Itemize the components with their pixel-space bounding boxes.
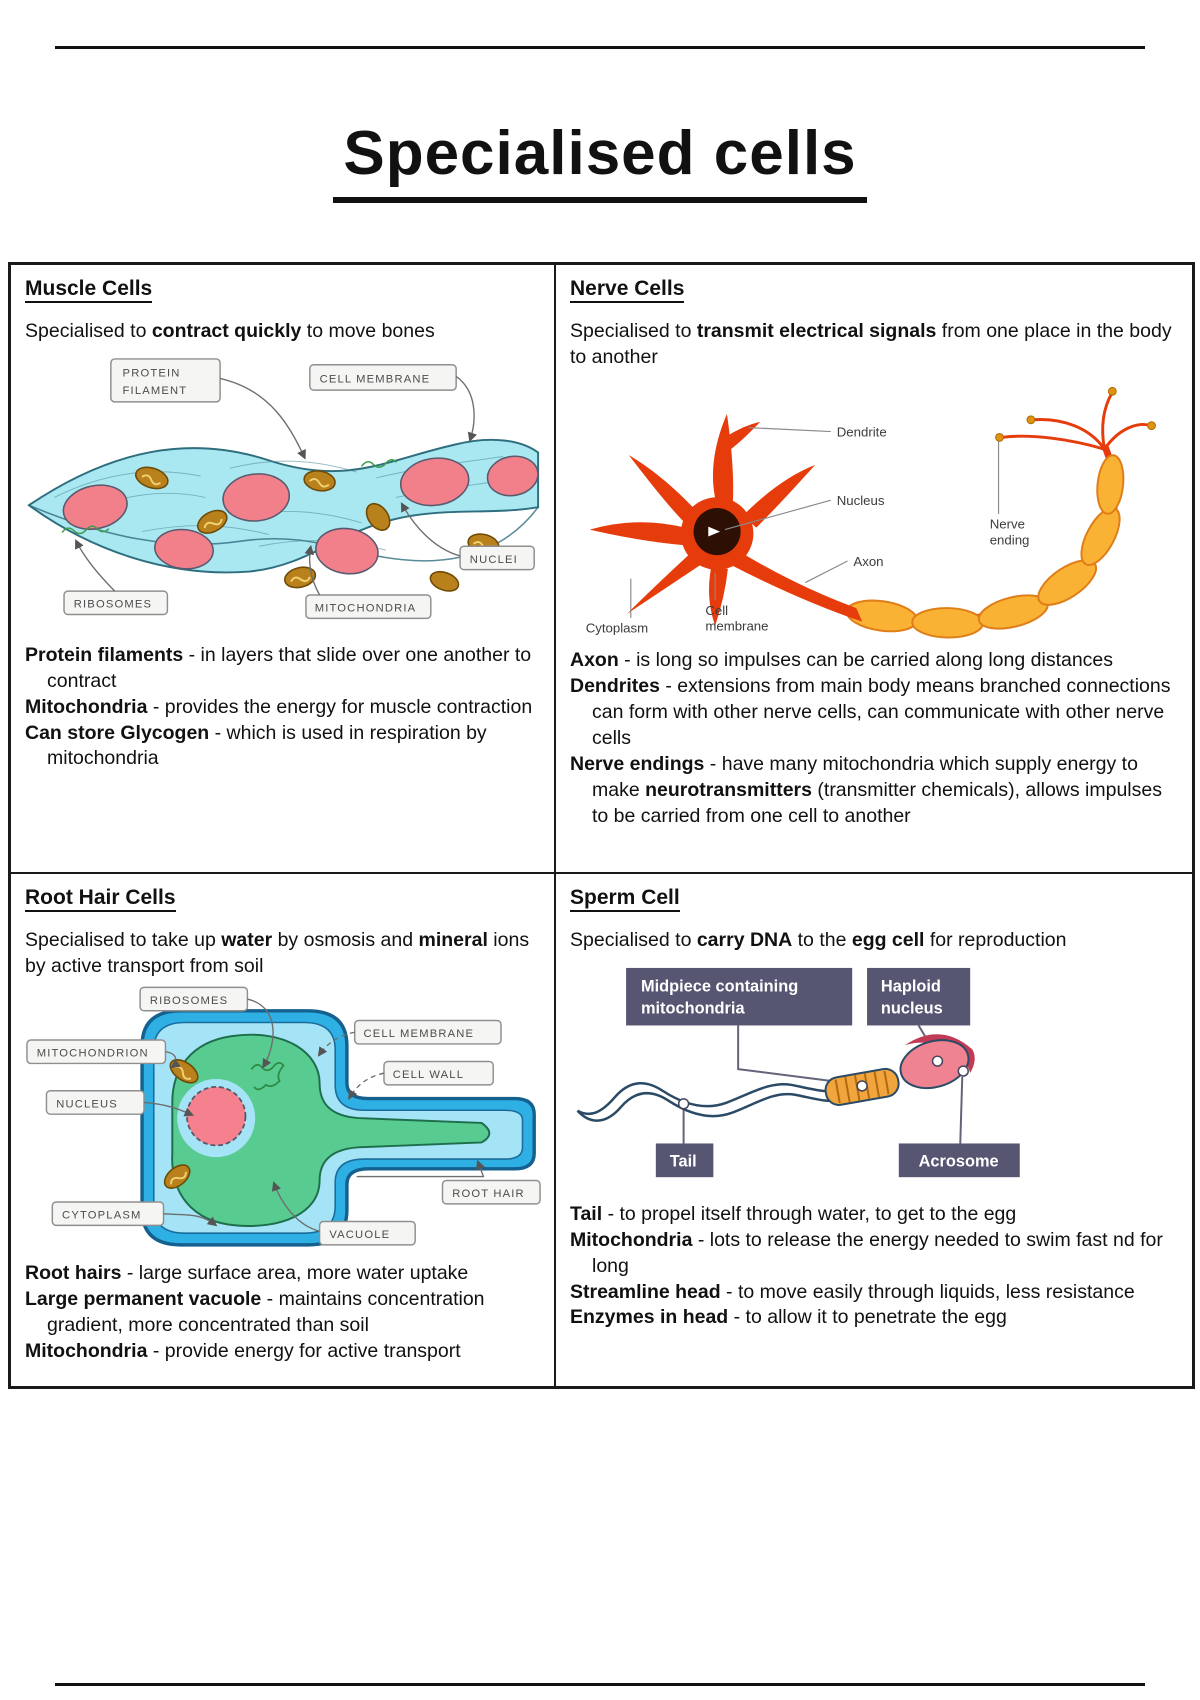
label-protein-filament: PROTEIN FILAMENT xyxy=(110,357,306,460)
bullet-point: Nerve endings - have many mitochondria w… xyxy=(570,753,1162,827)
svg-text:MITOCHONDRIA: MITOCHONDRIA xyxy=(315,602,417,614)
axon-label: Axon xyxy=(853,554,883,569)
svg-text:CELL MEMBRANE: CELL MEMBRANE xyxy=(363,1029,474,1041)
muscle-points: Protein filaments - in layers that slide… xyxy=(25,643,540,773)
label-root-hair: ROOT HAIR xyxy=(356,1160,541,1206)
nerve-ending-label: Nerve xyxy=(990,517,1025,532)
nerve-cell-diagram: Dendrite Nucleus Axon Nerve ending Cytop… xyxy=(586,387,1156,639)
root-hair-heading: Root Hair Cells xyxy=(25,886,540,912)
label-midpiece: Midpiece containing mitochondria xyxy=(626,967,853,1026)
muscle-ribosomes xyxy=(61,458,398,535)
nucleus-arrow xyxy=(708,527,721,537)
nerve-intro: Specialised to transmit electrical signa… xyxy=(570,320,1172,368)
label-ribosomes: RIBOSOMES xyxy=(63,538,169,615)
bullet-point: Protein filaments - in layers that slide… xyxy=(25,643,532,692)
label-mitochondrion: MITOCHONDRION xyxy=(26,1039,181,1069)
svg-text:NUCLEI: NUCLEI xyxy=(470,554,518,566)
sperm-tail xyxy=(576,1081,842,1122)
svg-text:VACUOLE: VACUOLE xyxy=(329,1230,390,1242)
sperm-heading: Sperm Cell xyxy=(570,886,1178,912)
label-cytoplasm: CYTOPLASM xyxy=(51,1201,218,1227)
muscle-mitochondria xyxy=(134,466,500,592)
label-acrosome: Acrosome xyxy=(898,1143,1020,1177)
sperm-cell-diagram: Midpiece containing mitochondria Haploid… xyxy=(576,967,1020,1177)
nerve-ending-twigs xyxy=(1001,392,1152,452)
bullet-point: Root hairs - large surface area, more wa… xyxy=(25,1262,469,1285)
muscle-cells-section: Muscle Cells Specialised to contract qui… xyxy=(10,264,555,873)
cells-grid: Muscle Cells Specialised to contract qui… xyxy=(8,262,1195,1389)
svg-text:CYTOPLASM: CYTOPLASM xyxy=(62,1210,141,1222)
bottom-rule xyxy=(55,1683,1145,1686)
bullet-point: Axon - is long so impulses can be carrie… xyxy=(570,649,1114,672)
cytoplasm-label: Cytoplasm xyxy=(586,621,648,636)
cell-membrane-label: Cell xyxy=(705,603,728,618)
svg-text:RIBOSOMES: RIBOSOMES xyxy=(74,598,152,610)
anchor-dots xyxy=(677,1055,969,1110)
dendrite-label: Dendrite xyxy=(837,425,887,440)
muscle-heading: Muscle Cells xyxy=(25,277,540,303)
svg-text:PROTEIN: PROTEIN xyxy=(123,367,181,379)
bullet-point: Can store Glycogen - which is used in re… xyxy=(25,721,487,770)
muscle-nuclei xyxy=(62,455,539,575)
nucleus-label: Nucleus xyxy=(837,494,885,509)
root-hair-cell-shape xyxy=(140,1009,536,1248)
bullet-point: Tail - to propel itself through water, t… xyxy=(570,1202,1017,1225)
bullet-point: Enzymes in head - to allow it to penetra… xyxy=(570,1306,1007,1329)
nerve-points: Axon - is long so impulses can be carrie… xyxy=(570,648,1178,829)
label-mitochondria: MITOCHONDRIA xyxy=(304,544,432,619)
sperm-cell-section: Sperm Cell Specialised to carry DNA to t… xyxy=(555,873,1193,1387)
label-tail: Tail xyxy=(655,1143,714,1177)
bullet-point: Streamline head - to move easily through… xyxy=(570,1280,1135,1303)
bullet-point: Dendrites - extensions from main body me… xyxy=(570,675,1171,750)
label-cell-membrane: CELL MEMBRANE xyxy=(309,363,477,442)
muscle-fibre-shape xyxy=(27,438,540,592)
svg-text:CELL MEMBRANE: CELL MEMBRANE xyxy=(320,373,431,385)
page-title: Specialised cells xyxy=(0,118,1200,203)
label-ribosomes: RIBOSOMES xyxy=(139,987,274,1069)
label-cell-membrane: CELL MEMBRANE xyxy=(317,1020,502,1058)
root-hair-cells-section: Root Hair Cells Specialised to take up w… xyxy=(10,873,555,1387)
svg-text:Haploid: Haploid xyxy=(881,977,941,995)
label-nucleus: NUCLEUS xyxy=(45,1090,195,1117)
top-rule xyxy=(55,46,1145,49)
svg-text:MITOCHONDRION: MITOCHONDRION xyxy=(37,1048,149,1060)
svg-text:Acrosome: Acrosome xyxy=(919,1152,999,1170)
bullet-point: Mitochondria - provides the energy for m… xyxy=(25,695,533,718)
root-hair-cell-diagram: RIBOSOMES MITOCHONDRION NUCLEUS CELL MEM… xyxy=(26,987,541,1248)
label-nuclei: NUCLEI xyxy=(400,501,535,571)
svg-text:ROOT HAIR: ROOT HAIR xyxy=(452,1189,525,1201)
root-hair-points: Root hairs - large surface area, more wa… xyxy=(25,1261,540,1365)
nerve-labels: Dendrite Nucleus Axon Nerve ending Cytop… xyxy=(586,425,1030,636)
sperm-points: Tail - to propel itself through water, t… xyxy=(570,1202,1178,1332)
label-haploid-nucleus: Haploid nucleus xyxy=(867,967,971,1026)
svg-text:nucleus: nucleus xyxy=(881,999,943,1017)
svg-text:Midpiece containing: Midpiece containing xyxy=(641,977,798,995)
axon-myelin xyxy=(845,444,1125,639)
muscle-cell-diagram: PROTEIN FILAMENT CELL MEMBRANE NUCLEI R xyxy=(27,357,540,619)
label-vacuole: VACUOLE xyxy=(271,1181,416,1247)
nerve-ending-tips xyxy=(995,387,1156,443)
bullet-point: Large permanent vacuole - maintains conc… xyxy=(25,1288,485,1337)
svg-text:CELL WALL: CELL WALL xyxy=(393,1070,464,1082)
sperm-intro: Specialised to carry DNA to the egg cell… xyxy=(570,929,1067,951)
svg-text:RIBOSOMES: RIBOSOMES xyxy=(150,995,228,1007)
svg-text:membrane: membrane xyxy=(705,619,768,634)
svg-text:ending: ending xyxy=(990,533,1030,548)
label-cell-wall: CELL WALL xyxy=(348,1061,494,1101)
svg-text:FILAMENT: FILAMENT xyxy=(123,385,188,397)
svg-text:mitochondria: mitochondria xyxy=(641,999,746,1017)
root-hair-intro: Specialised to take up water by osmosis … xyxy=(25,929,530,977)
neuron-body xyxy=(589,414,863,627)
root-nucleus-shape xyxy=(186,1086,247,1147)
root-ribosomes xyxy=(250,1062,285,1091)
muscle-intro: Specialised to contract quickly to move … xyxy=(25,320,435,342)
svg-text:NUCLEUS: NUCLEUS xyxy=(56,1099,118,1111)
nerve-cells-section: Nerve Cells Specialised to transmit elec… xyxy=(555,264,1193,873)
bullet-point: Mitochondria - provide energy for active… xyxy=(25,1340,461,1363)
nerve-heading: Nerve Cells xyxy=(570,277,1178,303)
svg-text:Tail: Tail xyxy=(670,1152,697,1170)
bullet-point: Mitochondria - lots to release the energ… xyxy=(570,1228,1163,1277)
